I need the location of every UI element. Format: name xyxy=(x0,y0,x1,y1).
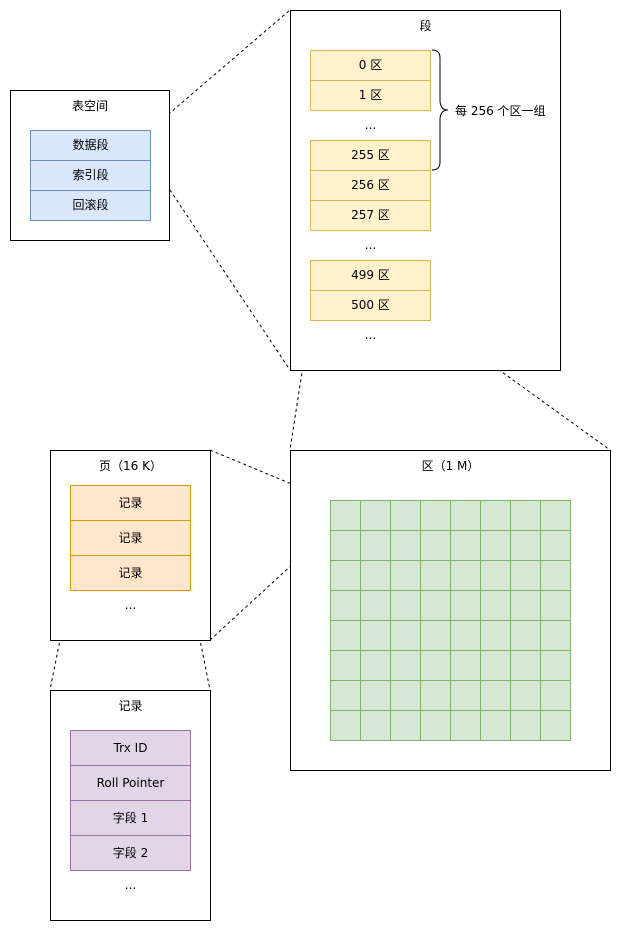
grid-page-cell xyxy=(510,560,541,591)
grid-page-cell xyxy=(510,650,541,681)
grid-page-cell xyxy=(390,590,421,621)
grid-page-cell xyxy=(330,620,361,651)
grid-page-cell xyxy=(540,620,571,651)
grid-page-cell xyxy=(540,590,571,621)
grid-page-cell xyxy=(360,710,391,741)
grid-page-cell xyxy=(330,500,361,531)
grid-page-cell xyxy=(540,530,571,561)
connector-tablespace-segment-bottom xyxy=(149,159,291,371)
page-title: 页（16 K） xyxy=(99,459,162,473)
field-2: 字段 2 xyxy=(70,835,191,871)
field-roll-pointer: Roll Pointer xyxy=(70,765,191,801)
grid-page-cell xyxy=(360,590,391,621)
grid-page-cell xyxy=(330,530,361,561)
grid-page-cell xyxy=(540,650,571,681)
grid-page-cell xyxy=(540,680,571,711)
segment-data: 数据段 xyxy=(30,130,151,161)
grid-page-cell xyxy=(360,560,391,591)
grid-page-cell xyxy=(510,590,541,621)
grid-page-cell xyxy=(420,500,451,531)
grid-page-cell xyxy=(480,590,511,621)
grid-page-cell xyxy=(420,650,451,681)
grid-page-cell xyxy=(540,560,571,591)
grid-page-cell xyxy=(480,620,511,651)
grid-page-cell xyxy=(360,650,391,681)
grid-page-cell xyxy=(510,710,541,741)
grid-page-cell xyxy=(390,560,421,591)
grid-page-cell xyxy=(450,530,481,561)
grid-page-cell xyxy=(480,710,511,741)
record-3: 记录 xyxy=(70,555,191,591)
grid-page-cell xyxy=(330,650,361,681)
grid-page-cell xyxy=(390,650,421,681)
field-1: 字段 1 xyxy=(70,800,191,836)
brace-label: 每 256 个区一组 xyxy=(455,104,546,118)
connector-segment-page-left xyxy=(289,319,311,451)
grid-page-cell xyxy=(540,710,571,741)
ellipsis-records: ... xyxy=(124,598,137,612)
grid-page-cell xyxy=(450,650,481,681)
grid-page-cell xyxy=(390,680,421,711)
grid-page-cell xyxy=(450,560,481,591)
grid-page-cell xyxy=(510,620,541,651)
ellipsis-extents-3: ... xyxy=(364,328,377,342)
ellipsis-fields: ... xyxy=(124,878,137,892)
grid-page-cell xyxy=(390,530,421,561)
grid-page-cell xyxy=(480,680,511,711)
grid-page-cell xyxy=(420,530,451,561)
grid-page-cell xyxy=(360,620,391,651)
grid-page-cell xyxy=(450,590,481,621)
extent-255: 255 区 xyxy=(310,140,431,171)
grid-page-cell xyxy=(420,560,451,591)
extent-500: 500 区 xyxy=(310,290,431,321)
ellipsis-extents-2: ... xyxy=(364,238,377,252)
extent-0: 0 区 xyxy=(310,50,431,81)
extent-page-grid xyxy=(330,500,571,741)
segment-title: 段 xyxy=(419,19,432,33)
grid-page-cell xyxy=(420,710,451,741)
record-title: 记录 xyxy=(118,699,143,713)
grid-page-cell xyxy=(450,620,481,651)
grid-page-cell xyxy=(540,500,571,531)
grid-page-cell xyxy=(420,590,451,621)
grid-page-cell xyxy=(330,680,361,711)
grid-page-cell xyxy=(480,500,511,531)
grid-page-cell xyxy=(390,500,421,531)
extent-1: 1 区 xyxy=(310,80,431,111)
grid-page-cell xyxy=(330,710,361,741)
grid-page-cell xyxy=(390,710,421,741)
grid-page-cell xyxy=(480,560,511,591)
extent-256: 256 区 xyxy=(310,170,431,201)
extent-499: 499 区 xyxy=(310,260,431,291)
grid-page-cell xyxy=(510,500,541,531)
grid-page-cell xyxy=(330,560,361,591)
extent-title: 区（1 M） xyxy=(421,459,480,473)
grid-page-cell xyxy=(330,590,361,621)
tablespace-title: 表空间 xyxy=(71,99,108,113)
grid-page-cell xyxy=(360,500,391,531)
field-trx-id: Trx ID xyxy=(70,730,191,766)
ellipsis-extents-1: ... xyxy=(364,118,377,132)
grid-page-cell xyxy=(420,620,451,651)
segment-index: 索引段 xyxy=(30,160,151,191)
record-2: 记录 xyxy=(70,520,191,556)
extent-257: 257 区 xyxy=(310,200,431,231)
grid-page-cell xyxy=(450,710,481,741)
grid-page-cell xyxy=(450,500,481,531)
connector-tablespace-segment-top xyxy=(149,9,291,131)
grid-page-cell xyxy=(480,650,511,681)
grid-page-cell xyxy=(390,620,421,651)
record-1: 记录 xyxy=(70,485,191,521)
grid-page-cell xyxy=(480,530,511,561)
grid-page-cell xyxy=(420,680,451,711)
grid-page-cell xyxy=(510,530,541,561)
grid-page-cell xyxy=(360,530,391,561)
segment-rollback: 回滚段 xyxy=(30,190,151,221)
grid-page-cell xyxy=(450,680,481,711)
grid-page-cell xyxy=(360,680,391,711)
grid-page-cell xyxy=(510,680,541,711)
